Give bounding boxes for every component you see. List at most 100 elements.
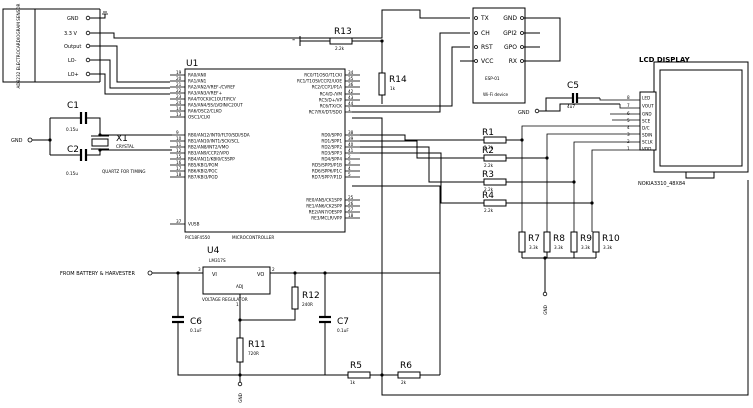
mcu-type: MICROCONTROLLER [232, 235, 274, 240]
sensor-wires [90, 9, 470, 95]
mcu-pin-number: 10 [176, 136, 182, 141]
mcu-pin-name: RA5/AN4/SS/LVDIN/C2OUT [188, 103, 243, 108]
resistor-value: 2.2k [484, 208, 494, 213]
mcu-pin-name: RB5/KBI1/PGM [188, 163, 219, 168]
mcu-pin-number: 41 [348, 148, 354, 153]
quartz-label: QUARTZ FOR TIMING [102, 169, 146, 174]
lcd-pin-name: D/C [642, 126, 650, 131]
mcu-pin-name: RD4/SPP4 [321, 157, 342, 162]
resistor-value: 2.2k [484, 163, 494, 168]
resistor-r12 [291, 286, 299, 310]
resistor-r14 [378, 72, 386, 96]
voltage-regulator: U4 LM317S VI VO ADJ 3 2 1 VOLTAGE REGULA… [60, 117, 749, 403]
resistor-value: 3.3k [554, 245, 564, 250]
resistor-body [543, 231, 551, 253]
lcd-pin-name: LED [642, 96, 650, 101]
esp-body [472, 7, 526, 104]
mcu-pin-number: 23 [176, 94, 182, 99]
x1-value: CRYSTAL [116, 144, 135, 149]
mcu-pin-name: RE1/AN6/CK2SPP [306, 204, 342, 209]
mcu-pin-name: RC6/TX/CK [320, 104, 342, 109]
minus-label: - [292, 35, 295, 45]
mcu-part: PIC18F4550 [185, 235, 210, 240]
mcu-pin-number: 3 [348, 160, 351, 165]
mcu-pin-number: 2 [348, 154, 351, 159]
regulator-pin-num: 3 [198, 267, 201, 272]
lcd-pin-name: VDD [642, 147, 651, 152]
sensor-pin-label: Output [64, 44, 81, 50]
c7-ref: C7 [337, 317, 349, 327]
capacitor-c5: C5 4u7 GND [518, 81, 620, 116]
resistor-ref: R9 [580, 234, 592, 244]
mcu-pin-number: 37 [176, 219, 182, 224]
c6-ref: C6 [190, 317, 202, 327]
mcu-pin-name: RD0/SPP0 [321, 133, 342, 138]
signal-wire [360, 140, 484, 159]
r13-r14-network: - R13 2.2k R14 1k [292, 27, 470, 113]
mcu-pin-number: 21 [176, 82, 182, 87]
regulator-pin: ADJ [236, 284, 243, 289]
mcu-pin-number: 25 [348, 195, 354, 200]
signal-wire [360, 152, 484, 204]
resistor-r11 [236, 337, 244, 363]
esp-pin-label: VCC [481, 58, 493, 65]
resistor-ref: R3 [482, 170, 494, 180]
regulator-pin: VO [257, 272, 264, 278]
mcu-pin-name: RA6/OSC2/CLKO [188, 109, 222, 114]
mcu-pin-name: VUSB [188, 222, 200, 227]
regulator-pin-num: 2 [272, 267, 275, 272]
c2-value: 0.15u [66, 171, 78, 176]
mcu-pin-number: 43 [348, 95, 354, 100]
mcu-pin-number: 39 [348, 136, 354, 141]
mcu-pin-number: 44 [348, 101, 354, 106]
sensor-pin-label: LO+ [68, 72, 79, 78]
mcu-pin-number: 42 [348, 89, 354, 94]
wifi-module: TX CH RST VCC GND GPI2 GPO RX ESP-01 Wi-… [460, 7, 561, 104]
mcu-pin-name: RC4/D-/VM [320, 92, 343, 97]
resistor-r13 [329, 37, 353, 45]
resistor-value: 3.3k [529, 245, 539, 250]
mcu-pin-name: RB0/AN12/INT0/FLT0/SDI/SDA [188, 133, 250, 138]
lcd-pin-number: 2 [627, 139, 630, 144]
mcu-pin-number: 9 [176, 130, 179, 135]
mcu-pin-name: RC2/CCP1/P1A [312, 85, 342, 90]
mcu-pin-name: RE2/AN7/OESPP [309, 210, 343, 215]
mcu-right-pins: 34RC0/T1OSO/T1CKI35RC1/T1OSI/CCP2/UOE36R… [297, 70, 360, 221]
mcu-pin-number: 17 [176, 166, 182, 171]
resistor-ref: R2 [482, 146, 494, 156]
resistor-ref: R7 [528, 234, 540, 244]
mcu-pin-name: RD6/SPP6/P1C [312, 169, 342, 174]
signal-wire [360, 134, 484, 141]
mcu-pin-name: RA4/T0CKI/C1OUT/RCV [188, 97, 236, 102]
mcu-pin-number: 1 [348, 107, 351, 112]
esp-pin-label: RX [509, 58, 517, 65]
mcu-pin-number: 36 [348, 82, 354, 87]
esp-pin-label: RST [481, 44, 493, 51]
r13-ref: R13 [334, 27, 352, 37]
mcu-pin-number: 40 [348, 142, 354, 147]
lcd-pin-name: SCE [642, 119, 651, 124]
regulator-caption: VOLTAGE REGULATOR [202, 297, 248, 302]
mcu-pin-name: RD5/SPP5/P1B [312, 163, 342, 168]
resistor-ref: R1 [482, 128, 494, 138]
resistor-ref: R10 [602, 234, 620, 244]
u4-part: LM317S [209, 258, 226, 263]
gnd-label: GND [518, 110, 530, 116]
mcu-pin-name: RE3/MCLR/VPP [311, 216, 342, 221]
from-battery-label: FROM BATTERY & HARVESTER [60, 271, 135, 277]
lcd-pin-number: 4 [627, 125, 630, 130]
ecg-sensor: AD8232 ELECTROCARDIOGRAM SENSOR GND 3.3 … [2, 3, 101, 88]
resistor-body [518, 231, 526, 253]
mcu-pin-number: 4 [348, 166, 351, 171]
esp-pin-label: TX [480, 15, 489, 22]
resistor-body [570, 231, 578, 253]
mcu-pin-number: 34 [348, 70, 354, 75]
mcu-pin-name: RA2/AN2/VREF-/CVREF [188, 85, 236, 90]
mcu-pin-name: RB3/AN9/CCP2/VPO [188, 151, 230, 156]
mcu-body [184, 68, 346, 233]
